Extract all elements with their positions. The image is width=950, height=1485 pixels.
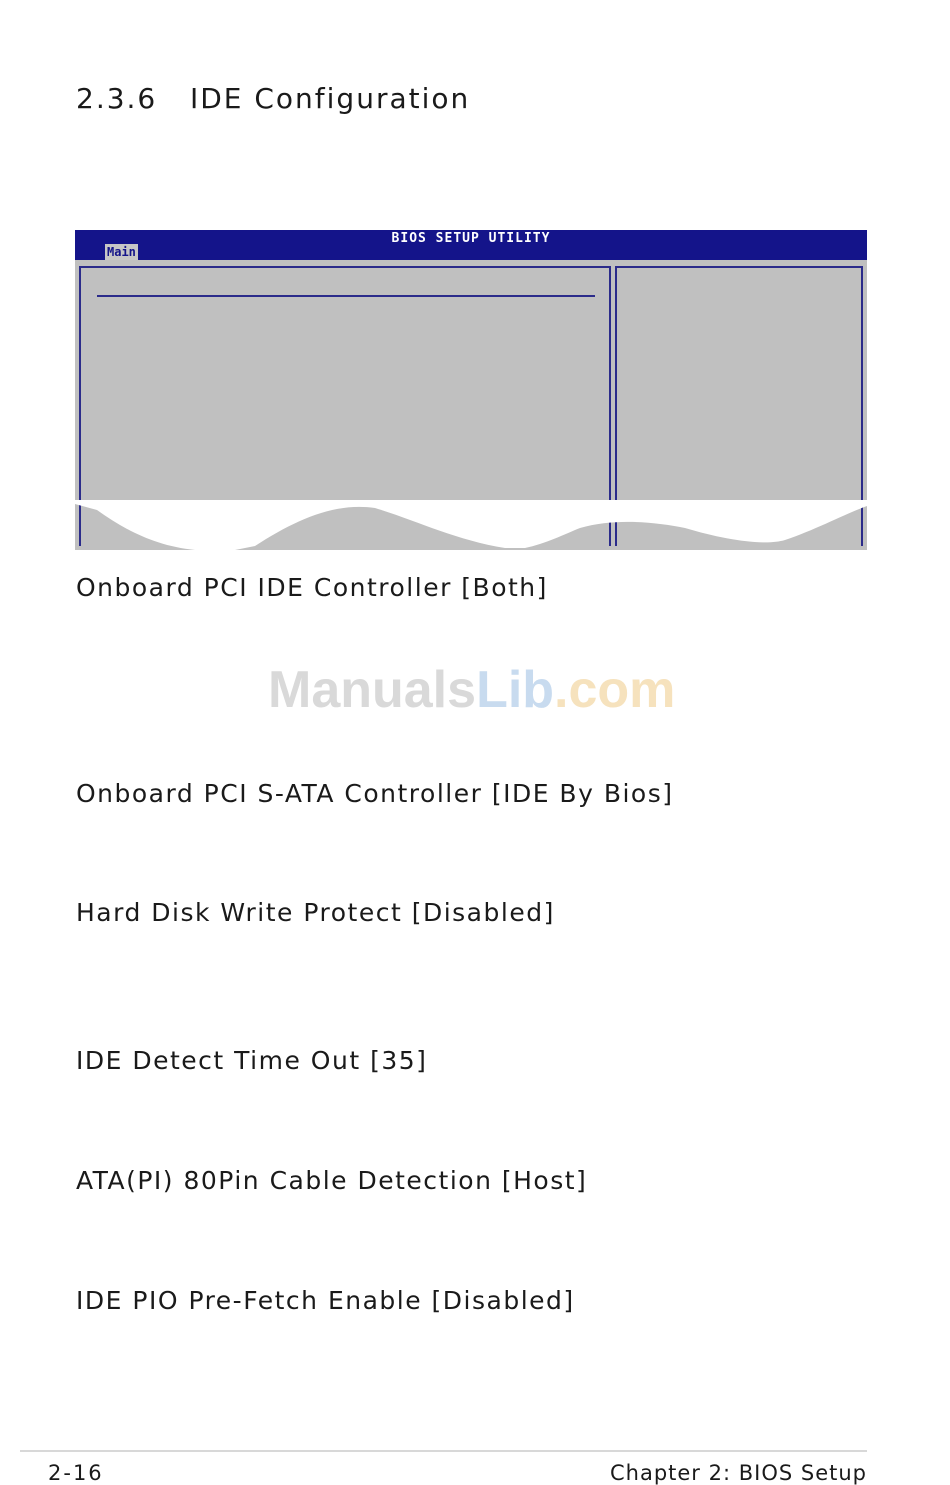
setting-hard-disk-write-protect: Hard Disk Write Protect [Disabled] (76, 898, 555, 927)
setting-ide-detect-time-out: IDE Detect Time Out [35] (76, 1046, 428, 1075)
watermark-manuals: Manuals (268, 661, 477, 719)
bios-main-pane (79, 266, 611, 546)
bios-title: BIOS SETUP UTILITY (391, 231, 551, 246)
bios-tab-main[interactable]: Main (105, 244, 138, 260)
section-number: 2.3.6 (76, 82, 158, 115)
setting-ide-pio-prefetch-enable: IDE PIO Pre-Fetch Enable [Disabled] (76, 1286, 575, 1315)
setting-onboard-pci-sata-controller: Onboard PCI S-ATA Controller [IDE By Bio… (76, 779, 674, 808)
bios-screenshot: BIOS SETUP UTILITY Main (75, 230, 867, 550)
watermark-lib: Lib (476, 661, 555, 719)
setting-ata-80pin-cable-detection: ATA(PI) 80Pin Cable Detection [Host] (76, 1166, 588, 1195)
page-number: 2-16 (48, 1461, 104, 1485)
bios-divider (97, 295, 595, 297)
setting-onboard-pci-ide-controller: Onboard PCI IDE Controller [Both] (76, 573, 548, 602)
torn-edge (75, 500, 867, 550)
chapter-title: Chapter 2: BIOS Setup (609, 1461, 867, 1485)
bios-help-pane (615, 266, 863, 546)
bios-titlebar: BIOS SETUP UTILITY Main (75, 230, 867, 260)
section-heading: 2.3.6 IDE Configuration (76, 82, 470, 115)
watermark-com: .com (554, 661, 676, 719)
footer-rule (20, 1450, 867, 1452)
watermark-logo: ManualsLib.com (268, 660, 675, 720)
section-title: IDE Configuration (189, 82, 471, 115)
